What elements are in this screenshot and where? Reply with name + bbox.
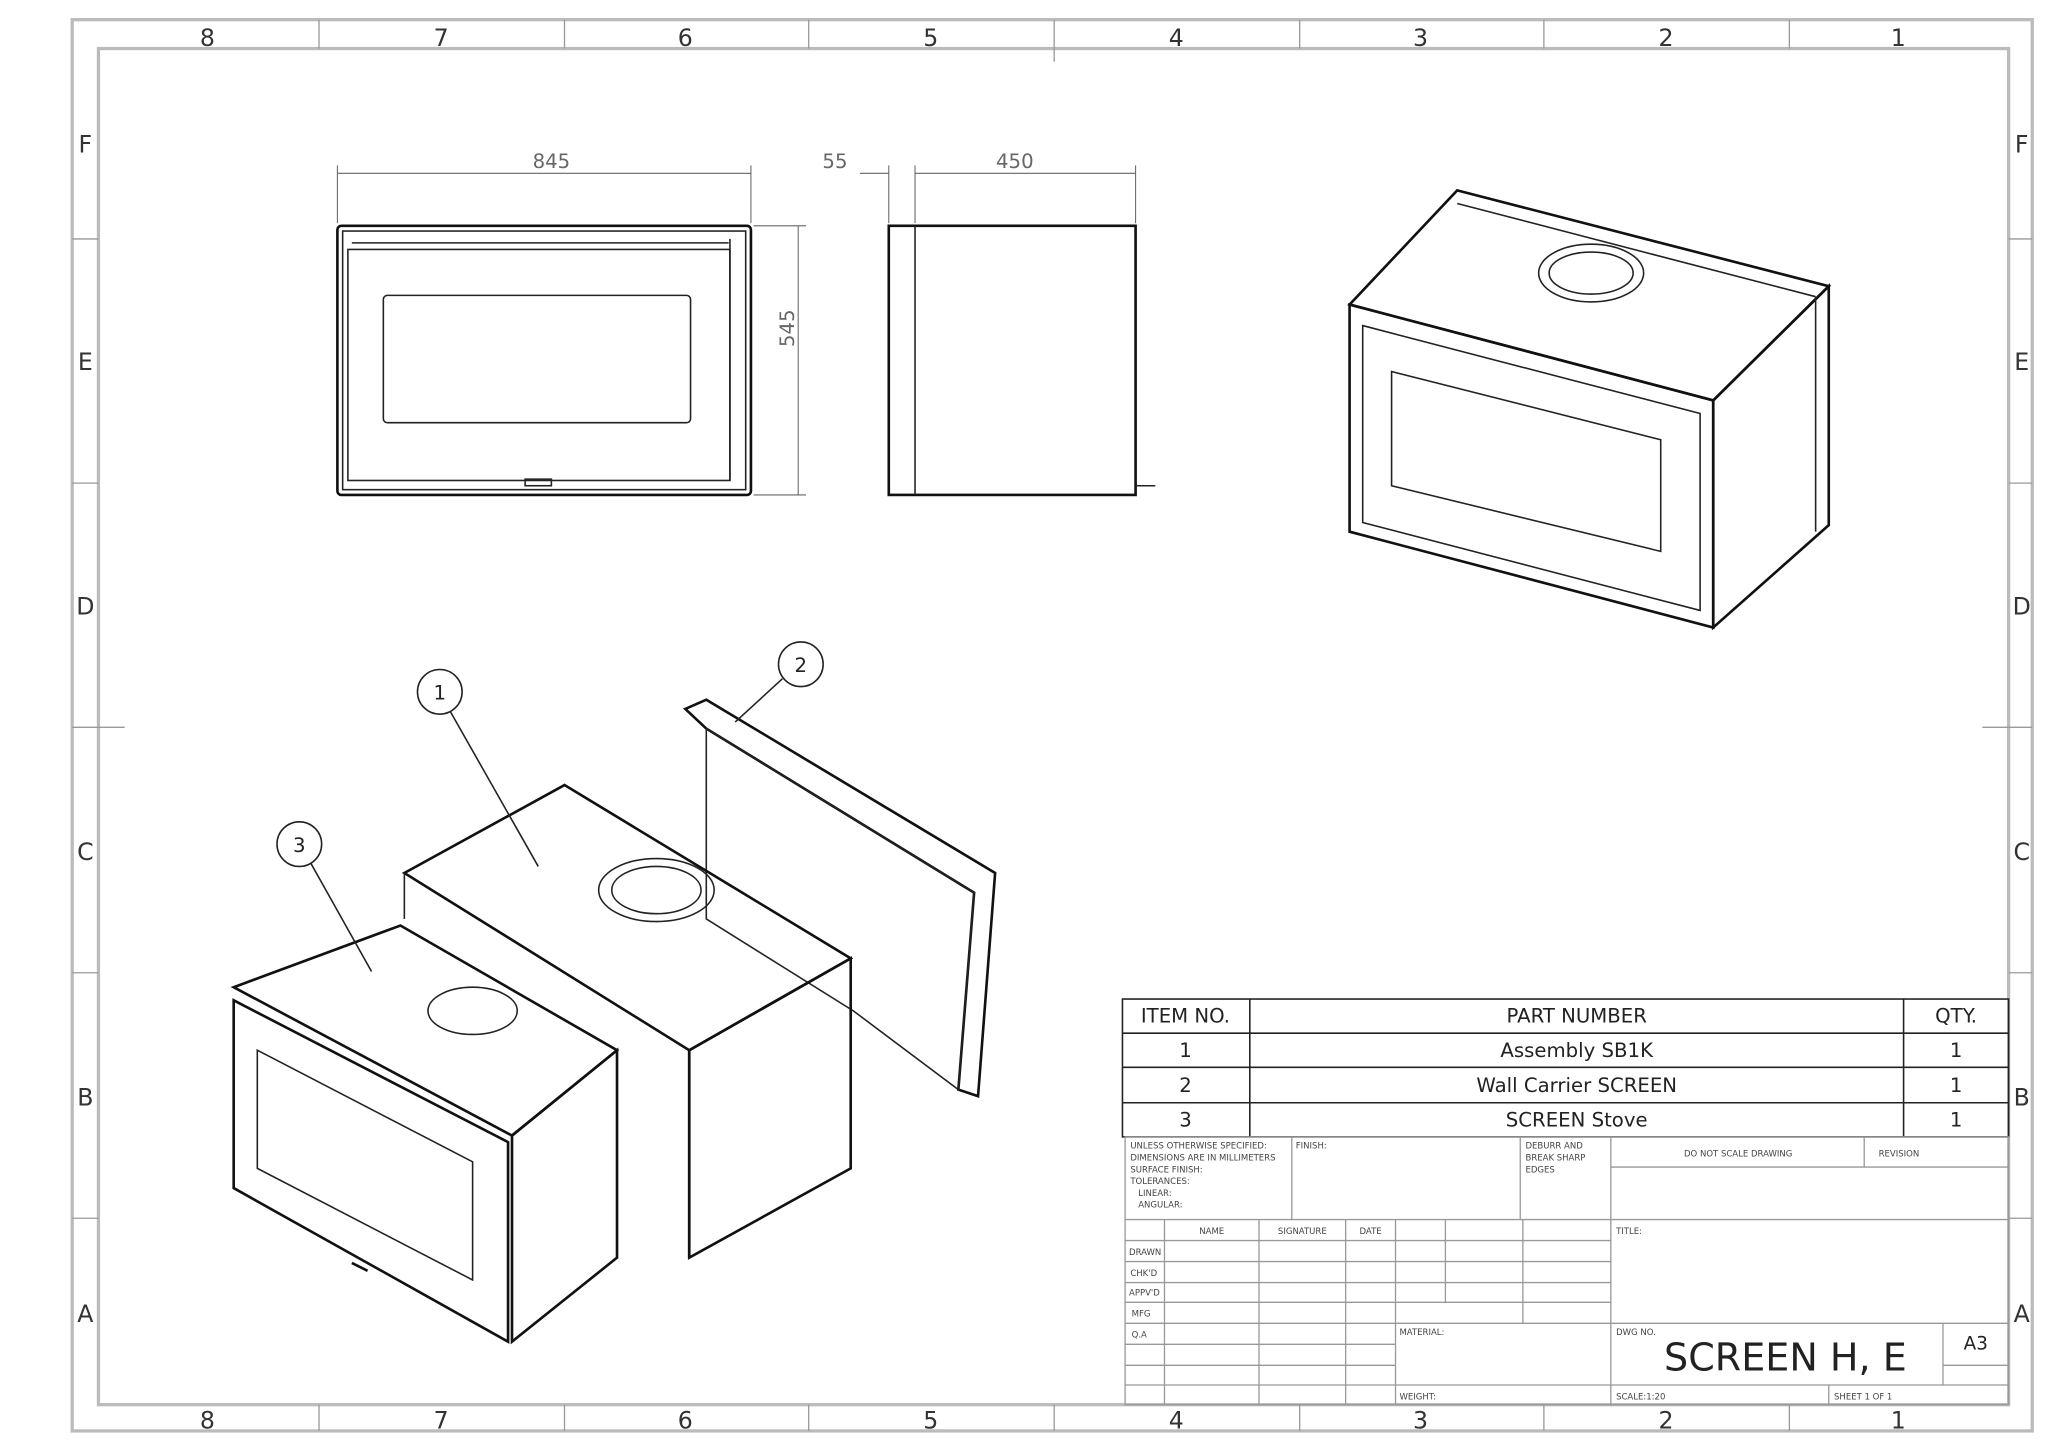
zone-row-label: D [76,592,94,620]
zone-row-label: A [77,1300,93,1328]
zone-col-label: 6 [678,1406,693,1434]
date-header: DATE [1360,1227,1382,1237]
zone-col-label: 2 [1658,1406,1673,1434]
bom-item: 2 [1179,1074,1192,1097]
zone-col-label: 5 [923,1406,938,1434]
bom-header-item: ITEM NO. [1141,1005,1230,1028]
scale-label: SCALE:1:20 [1616,1392,1665,1402]
zone-col-label: 4 [1169,24,1184,52]
exploded-view [230,698,997,1345]
zone-col-label: 8 [200,24,215,52]
weight-label: WEIGHT: [1399,1392,1435,1402]
finish-label: FINISH: [1296,1142,1327,1152]
zone-col-label: 6 [678,24,693,52]
zone-col-label: 8 [200,1406,215,1434]
zone-col-label: 1 [1891,24,1906,52]
zone-col-label: 7 [434,1406,449,1434]
tolerance-note: UNLESS OTHERWISE SPECIFIED: [1130,1142,1267,1152]
zone-row-label: E [78,348,93,376]
bom-header-qty: QTY. [1935,1005,1977,1028]
tolerance-note: DIMENSIONS ARE IN MILLIMETERS [1130,1154,1275,1164]
svg-text:3: 3 [293,834,306,857]
zone-col-label: 3 [1413,24,1428,52]
title-block: UNLESS OTHERWISE SPECIFIED: DIMENSIONS A… [1124,1136,2010,1406]
zone-col-label: 3 [1413,1406,1428,1434]
balloon-2: 2 [734,641,824,723]
role-label: Q.A [1132,1331,1147,1341]
zone-row-label: E [2014,348,2029,376]
zone-col-label: 2 [1658,24,1673,52]
bom-part: Wall Carrier SCREEN [1476,1074,1677,1097]
role-label: CHK'D [1130,1269,1157,1279]
width-dimension: 845 [336,150,752,224]
signature-header: SIGNATURE [1278,1227,1327,1237]
zone-row-label: F [2015,130,2029,158]
tolerance-note: SURFACE FINISH: [1130,1165,1202,1175]
zone-col-label: 4 [1169,1406,1184,1434]
height-dimension-value: 545 [776,309,799,347]
height-dimension: 545 [753,225,807,496]
svg-text:1: 1 [434,682,447,705]
svg-text:2: 2 [795,654,808,677]
front-strip-dimension-value: 55 [822,150,847,173]
zone-col-label: 1 [1891,1406,1906,1434]
bom-item: 1 [1179,1039,1192,1062]
zone-row-label: D [2013,592,2031,620]
drawing-number: SCREEN H, E [1664,1336,1907,1380]
tolerance-note: ANGULAR: [1138,1201,1182,1211]
zone-col-label: 7 [434,24,449,52]
zone-col-label: 5 [923,24,938,52]
zone-row-label: B [77,1083,93,1111]
revision-label: REVISION [1879,1150,1920,1160]
do-not-scale-label: DO NOT SCALE DRAWING [1684,1150,1792,1160]
wall-carrier-part [682,698,997,1098]
bom-part: SCREEN Stove [1506,1108,1648,1131]
isometric-view [1347,188,1832,631]
zone-row-label: F [79,130,93,158]
role-label: APPV'D [1129,1289,1160,1299]
bom-qty: 1 [1950,1108,1963,1131]
name-header: NAME [1199,1227,1224,1237]
depth-dimensions: 55 450 [822,150,1137,224]
sheet-label: SHEET 1 OF 1 [1834,1392,1892,1402]
title-label: TITLE: [1615,1227,1642,1237]
bill-of-materials: ITEM NO. PART NUMBER QTY. 1 Assembly SB1… [1121,998,2010,1138]
balloon-1: 1 [416,668,539,867]
bom-part: Assembly SB1K [1500,1039,1654,1062]
zone-row-label: A [2014,1300,2030,1328]
deburr-note: BREAK SHARP [1525,1154,1585,1164]
zone-dividers [72,19,2033,1431]
front-view [336,224,753,497]
depth-dimension-value: 450 [996,150,1034,173]
dwg-no-label: DWG NO. [1616,1328,1656,1338]
deburr-note: DEBURR AND [1525,1142,1583,1152]
width-dimension-value: 845 [533,150,571,173]
tolerance-note: LINEAR: [1138,1189,1171,1199]
bom-qty: 1 [1950,1039,1963,1062]
zone-row-label: C [2013,838,2030,866]
role-label: MFG [1132,1310,1151,1320]
zone-row-label: B [2014,1083,2030,1111]
sheet-size: A3 [1964,1334,1988,1355]
deburr-note: EDGES [1525,1165,1554,1175]
material-label: MATERIAL: [1399,1328,1444,1338]
inner-border [96,46,2011,1407]
tolerance-note: TOLERANCES: [1129,1177,1189,1187]
outer-border [70,18,2034,1433]
bom-header-part: PART NUMBER [1507,1005,1648,1028]
zone-row-label: C [77,838,94,866]
bom-item: 3 [1179,1108,1192,1131]
balloon-3: 3 [276,821,373,972]
bom-qty: 1 [1950,1074,1963,1097]
side-view [887,224,1156,497]
role-label: DRAWN [1129,1248,1161,1258]
